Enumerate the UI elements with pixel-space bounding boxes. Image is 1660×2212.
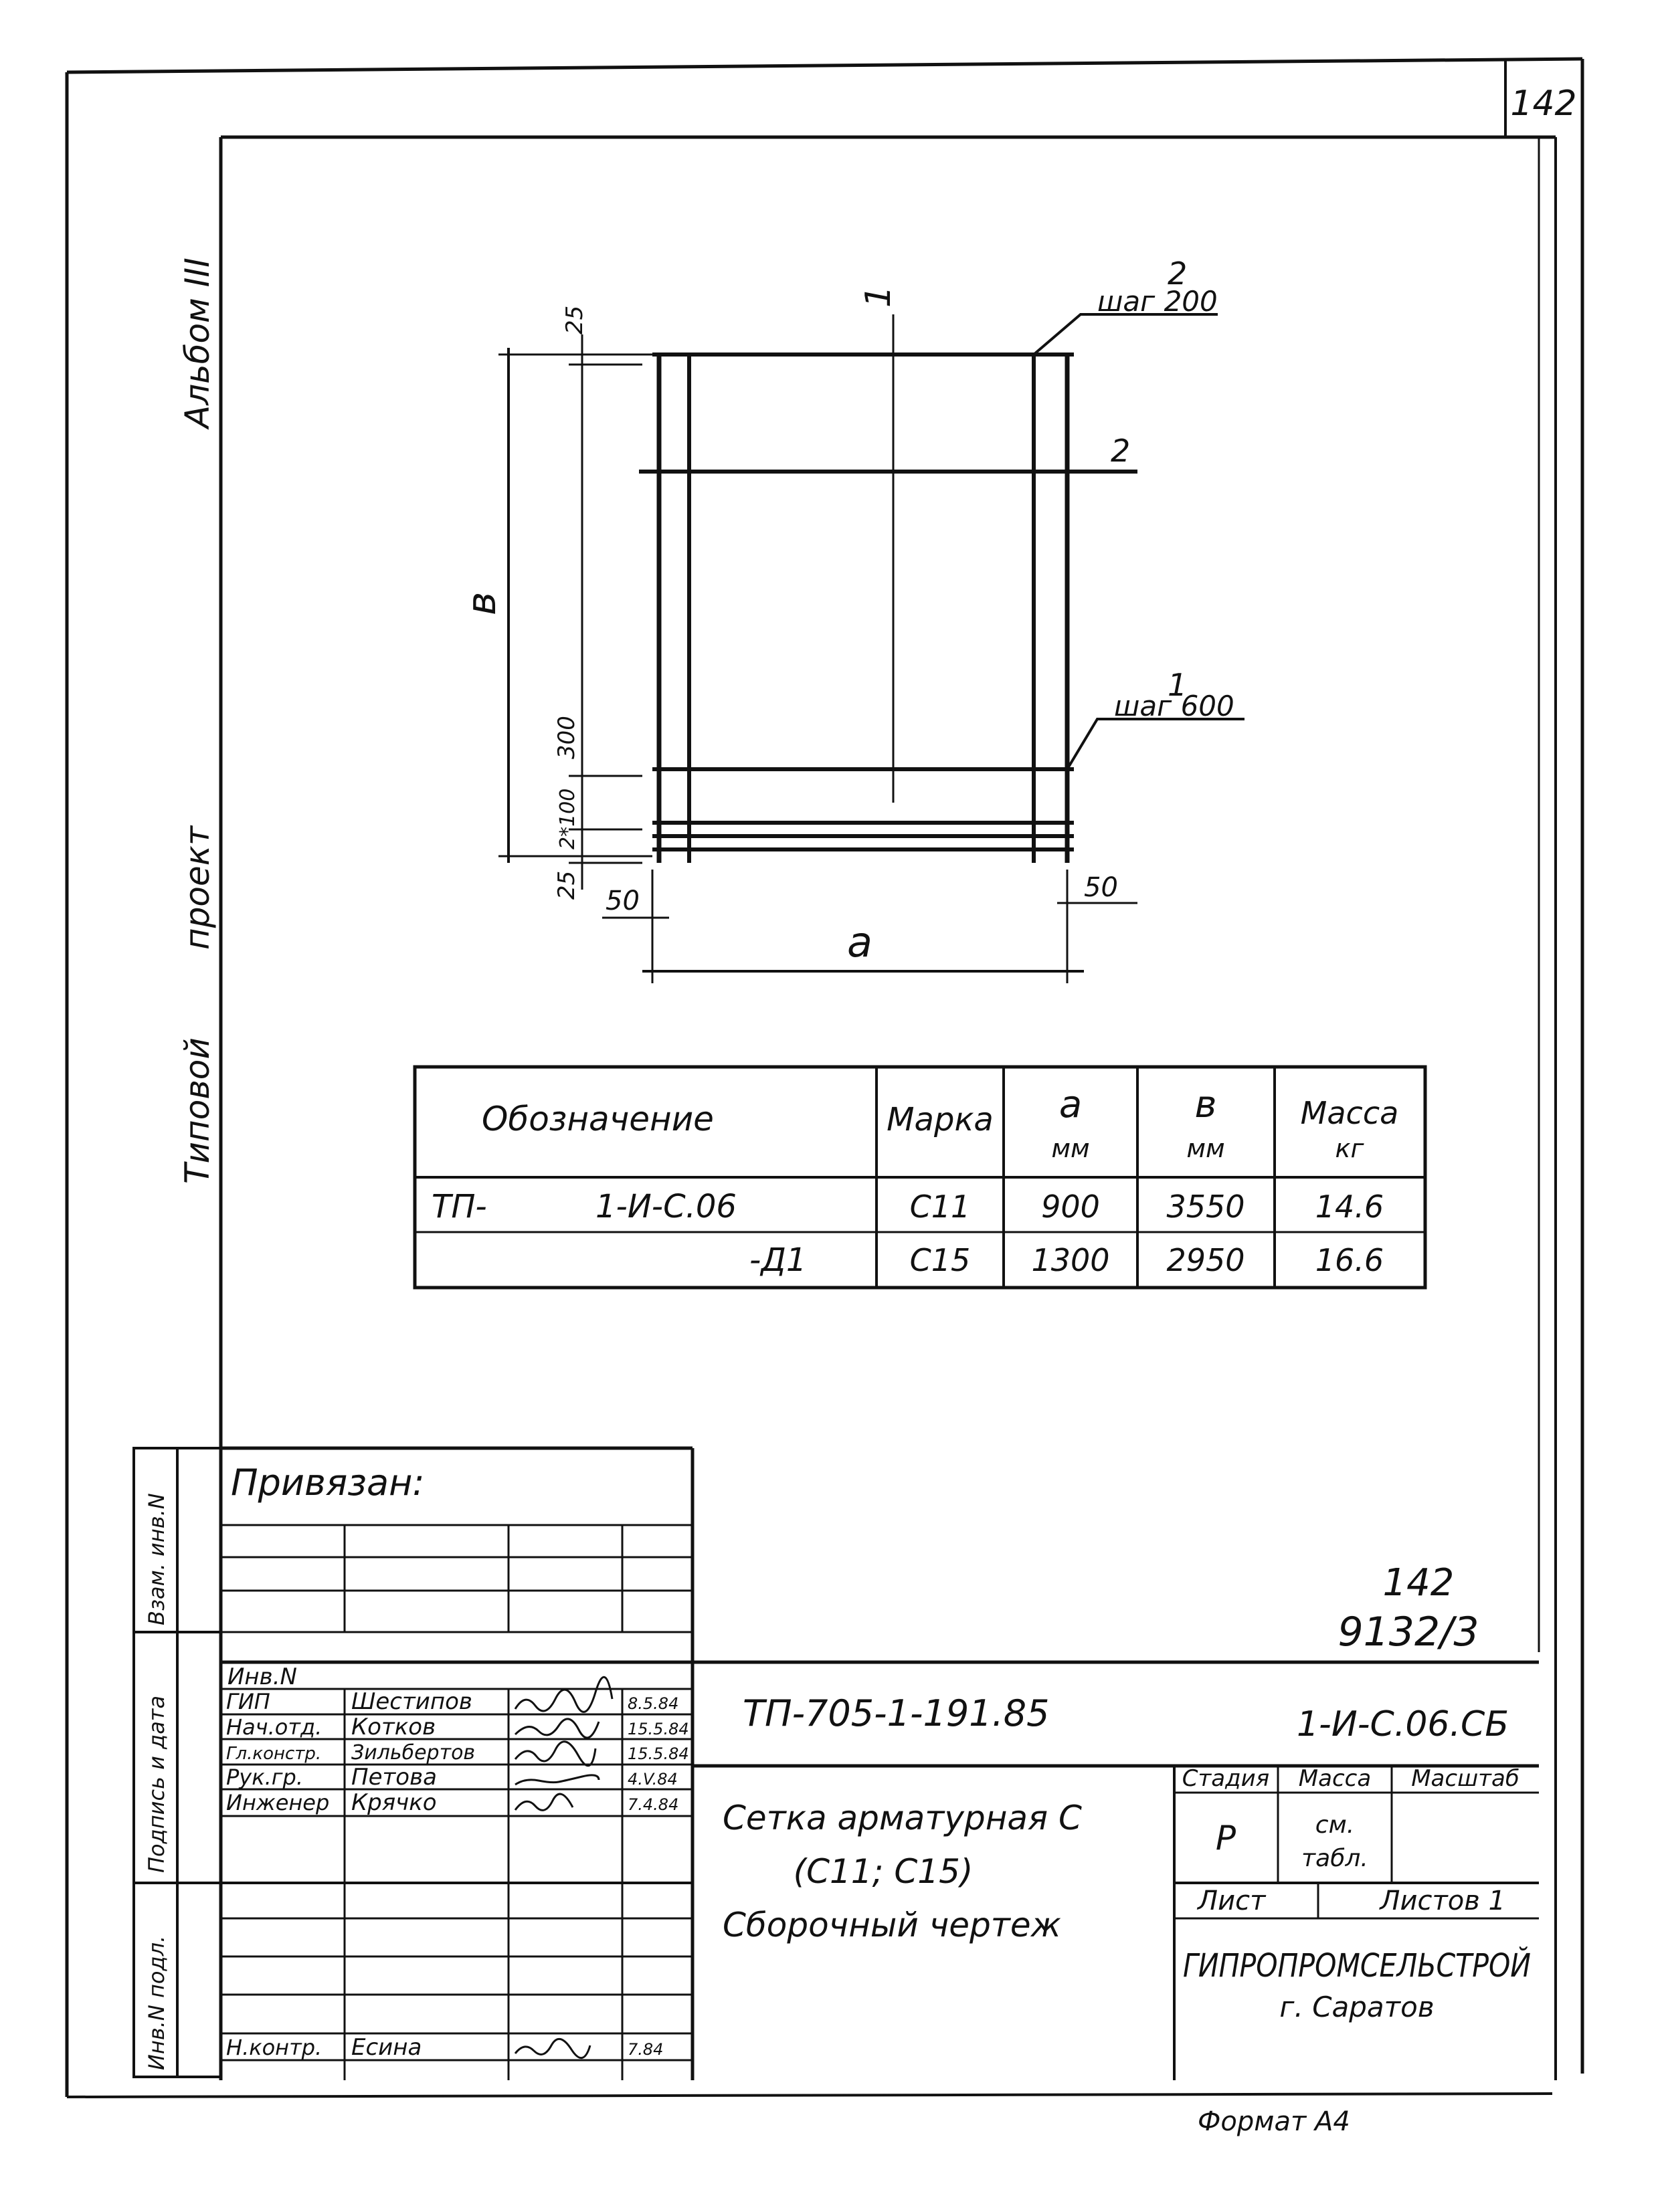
staff-role-1: ГИП [226, 1689, 270, 1714]
spec-row-2-code: -Д1 [749, 1241, 806, 1279]
spec-row-2-a: 1300 [1031, 1242, 1109, 1278]
leader-2-number: 2 [1168, 256, 1187, 292]
inv-label: Инв.N [227, 1664, 297, 1690]
project-label-word2: проект [178, 825, 217, 950]
spec-row-2-mass: 16.6 [1315, 1242, 1384, 1278]
mass-header: Масса [1299, 1765, 1371, 1792]
staff-role-4: Рук.гр. [226, 1765, 303, 1790]
staff-name-3: Зильбертов [351, 1741, 475, 1765]
position-2-label: 2 [1111, 433, 1130, 469]
dim-50-right: 50 [1084, 872, 1118, 903]
leader-2-text: шаг 200 [1097, 285, 1218, 318]
spec-header-a: a [1059, 1083, 1082, 1126]
margin-label-replace: Взам. инв.N [144, 1493, 169, 1625]
project-label-word1: Типовой [178, 1037, 217, 1184]
organization-name: ГИПРОПРОМСЕЛЬСТРОЙ [1183, 1946, 1531, 1985]
spec-row-1-prefix: ТП- [432, 1188, 487, 1225]
dim-2x100: 2*100 [556, 789, 579, 849]
dim-50-left: 50 [606, 886, 640, 916]
spec-header-mass: Масса [1301, 1095, 1399, 1131]
dim-25-top: 25 [561, 306, 588, 334]
spec-header-designation: Обозначение [482, 1100, 714, 1138]
spec-header-b-unit: мм [1186, 1134, 1224, 1163]
mesh-drawing [498, 313, 1244, 983]
staff-name-2: Котков [351, 1714, 436, 1740]
staff-date-5: 7.4.84 [628, 1795, 678, 1814]
sheet-label: Лист [1196, 1886, 1267, 1916]
copy-number-bottom: 9132/3 [1338, 1609, 1479, 1655]
organization-city: г. Саратов [1279, 1991, 1434, 2023]
sheet-frame [65, 57, 1584, 2098]
control-role: Н.контр. [226, 2035, 322, 2060]
spec-row-1-mass: 14.6 [1315, 1189, 1384, 1225]
copy-number-top: 142 [1383, 1561, 1455, 1605]
control-name: Есина [351, 2034, 422, 2061]
spec-header-mass-unit: кг [1335, 1134, 1365, 1163]
document-code: ТП-705-1-191.85 [743, 1692, 1049, 1734]
scale-header: Масштаб [1411, 1765, 1519, 1792]
control-date: 7.84 [628, 2040, 663, 2059]
leader-1 [1066, 718, 1244, 771]
margin-label-inv: Инв.N подл. [144, 1936, 169, 2070]
leader-2 [1032, 313, 1218, 356]
title-line-1: Сетка арматурная С [723, 1799, 1082, 1837]
staff-name-1: Шестипов [351, 1688, 472, 1715]
title-line-2: (С11; С15) [794, 1852, 974, 1891]
staff-role-5: Инженер [226, 1790, 329, 1815]
binding-label: Привязан: [231, 1462, 425, 1504]
leader-1-number: 1 [1168, 667, 1187, 703]
title-line-3: Сборочный чертеж [723, 1906, 1061, 1944]
staff-date-3: 15.5.84 [628, 1744, 689, 1763]
staff-date-2: 15.5.84 [628, 1720, 689, 1738]
spec-row-1-code: 1-И-С.06 [595, 1188, 737, 1225]
sheets-label: Листов 1 [1378, 1886, 1505, 1916]
leader-1-text: шаг 600 [1114, 690, 1234, 722]
dim-25-bottom: 25 [553, 871, 580, 900]
spec-row-1-b: 3550 [1166, 1189, 1244, 1225]
staff-name-5: Крячко [351, 1789, 437, 1816]
staff-role-2: Нач.отд. [226, 1714, 322, 1740]
staff-date-1: 8.5.84 [628, 1694, 678, 1713]
signatures [514, 1676, 614, 2059]
stage-value: Р [1216, 1819, 1236, 1857]
spec-header-a-unit: мм [1051, 1134, 1089, 1163]
spec-row-1-mark: С11 [910, 1189, 971, 1225]
spec-row-2-mark: С15 [910, 1242, 971, 1278]
format-label: Формат А4 [1198, 2106, 1350, 2137]
sheet-number: 142 [1510, 84, 1576, 124]
position-1-label: 1 [858, 286, 899, 308]
margin-strip [132, 1447, 222, 2078]
dim-a-label: a [847, 918, 872, 967]
staff-name-4: Петова [351, 1764, 437, 1791]
dim-b-label: в [458, 592, 505, 615]
spec-header-mark: Марка [887, 1101, 994, 1138]
spec-table [413, 1065, 1427, 1290]
spec-header-b: в [1194, 1083, 1216, 1126]
staff-date-4: 4.V.84 [628, 1770, 678, 1789]
mass-value-2: табл. [1301, 1845, 1368, 1872]
spec-row-1-a: 900 [1041, 1189, 1100, 1225]
stage-header: Стадия [1182, 1765, 1269, 1792]
mass-value-1: см. [1315, 1811, 1354, 1839]
album-label: Альбом III [178, 258, 217, 430]
spec-row-2-b: 2950 [1166, 1242, 1244, 1278]
staff-role-3: Гл.констр. [226, 1744, 321, 1764]
sheet-code: 1-И-С.06.СБ [1297, 1704, 1509, 1744]
margin-label-signature: Подпись и дата [144, 1696, 169, 1873]
dim-300: 300 [553, 716, 580, 759]
title-block [221, 1660, 1539, 2080]
